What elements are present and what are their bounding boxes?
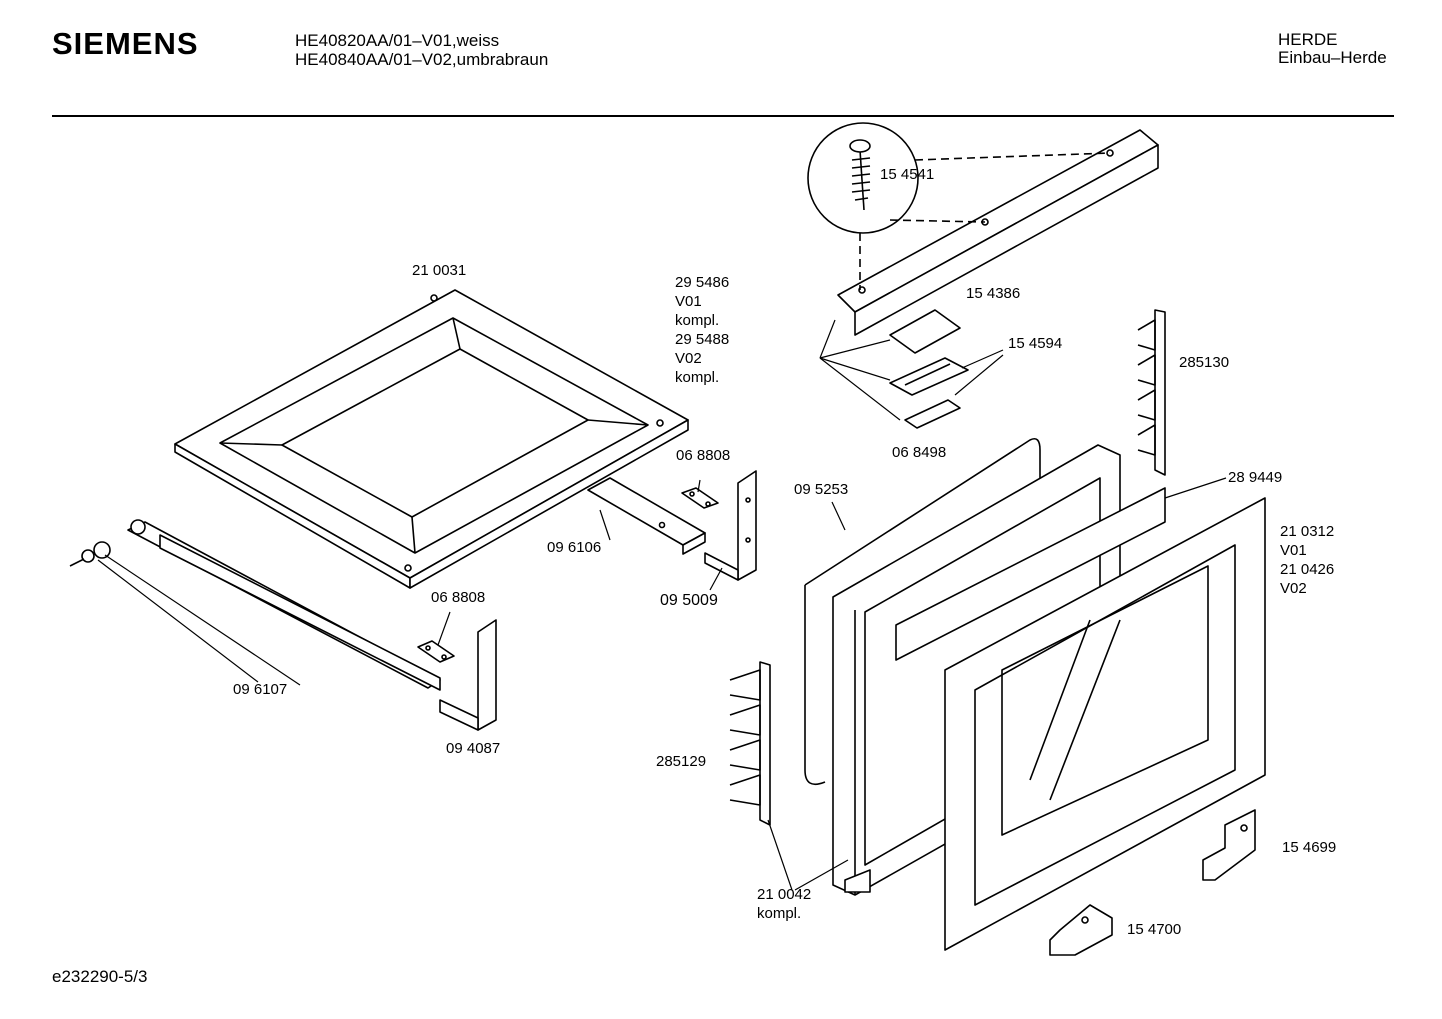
top-cover-panel — [174, 289, 689, 589]
hinge-cover — [889, 309, 961, 354]
bracket-upper — [704, 470, 757, 581]
drawing-code: e232290-5/3 — [52, 967, 148, 986]
hinge-plate — [904, 399, 961, 429]
part-label-295486: 29 5486 V01 kompl. 29 5488 V02 kompl. — [675, 273, 729, 387]
category-block: HERDE Einbau–Herde — [1278, 31, 1387, 67]
clip-lower — [417, 640, 455, 663]
part-label-295486-number: 29 5486 — [675, 274, 730, 291]
leader-lines — [97, 319, 1227, 891]
model-list: HE40820AA/01–V01,weiss HE40840AA/01–V02,… — [295, 31, 548, 69]
shelf-rack-left — [729, 661, 771, 826]
part-label-210042-note: kompl. — [757, 905, 802, 922]
part-label-210042-number: 21 0042 — [757, 886, 812, 903]
knob-screw — [69, 541, 111, 567]
part-label-095009: 09 5009 — [660, 592, 718, 609]
part-label-289449: 28 9449 — [1228, 469, 1283, 486]
door-bracket-right — [1202, 809, 1256, 881]
part-label-154541: 15 4541 — [880, 166, 935, 183]
category-line-2: Einbau–Herde — [1278, 48, 1387, 67]
part-label-096106: 09 6106 — [547, 539, 602, 556]
door-inner-strip — [895, 487, 1166, 661]
part-label-295488-variant: V02 — [675, 350, 702, 367]
part-label-154700: 15 4700 — [1127, 921, 1182, 938]
brand-logo: SIEMENS — [52, 26, 199, 61]
part-label-068808-upper: 06 8808 — [676, 447, 731, 464]
screw-detail-circle — [807, 122, 1111, 290]
side-rail — [127, 519, 441, 691]
part-label-094087: 09 4087 — [446, 740, 501, 757]
part-label-210031: 21 0031 — [412, 262, 467, 279]
part-label-295488-note: kompl. — [675, 369, 720, 386]
part-label-154594: 15 4594 — [1008, 335, 1063, 352]
part-label-295488-number: 29 5488 — [675, 331, 730, 348]
part-label-285129: 285129 — [656, 753, 707, 770]
part-label-154386: 15 4386 — [966, 285, 1021, 302]
model-line-1: HE40820AA/01–V01,weiss — [295, 31, 500, 50]
part-label-295486-variant: V01 — [675, 293, 702, 310]
part-label-068498: 06 8498 — [892, 444, 947, 461]
model-line-2: HE40840AA/01–V02,umbrabraun — [295, 50, 549, 69]
hinge-block — [889, 357, 969, 396]
bracket-lower — [439, 619, 497, 731]
part-label-295486-note: kompl. — [675, 312, 720, 329]
clip-upper — [681, 487, 719, 509]
part-label-210426-variant: V02 — [1280, 580, 1307, 597]
rail-upper — [587, 477, 706, 555]
door-bracket-bottom — [1049, 904, 1113, 956]
part-label-154699: 15 4699 — [1282, 839, 1337, 856]
outer-glass-door — [944, 497, 1266, 951]
part-label-068808-lower: 06 8808 — [431, 589, 486, 606]
part-label-210426-number: 21 0426 — [1280, 561, 1335, 578]
part-label-210312-number: 21 0312 — [1280, 523, 1335, 540]
part-label-210312-variant: V01 — [1280, 542, 1307, 559]
shelf-rack-right — [1137, 309, 1166, 476]
part-label-285130: 285130 — [1179, 354, 1230, 371]
part-label-210312: 21 0312 V01 21 0426 V02 — [1280, 522, 1334, 598]
part-label-096107: 09 6107 — [233, 681, 288, 698]
part-label-095253: 09 5253 — [794, 481, 849, 498]
door-gasket — [804, 437, 1041, 786]
part-label-210042: 21 0042 kompl. — [757, 885, 811, 923]
door-top-strip — [837, 129, 1159, 336]
header-divider — [52, 115, 1394, 117]
category-line-1: HERDE — [1278, 30, 1338, 49]
